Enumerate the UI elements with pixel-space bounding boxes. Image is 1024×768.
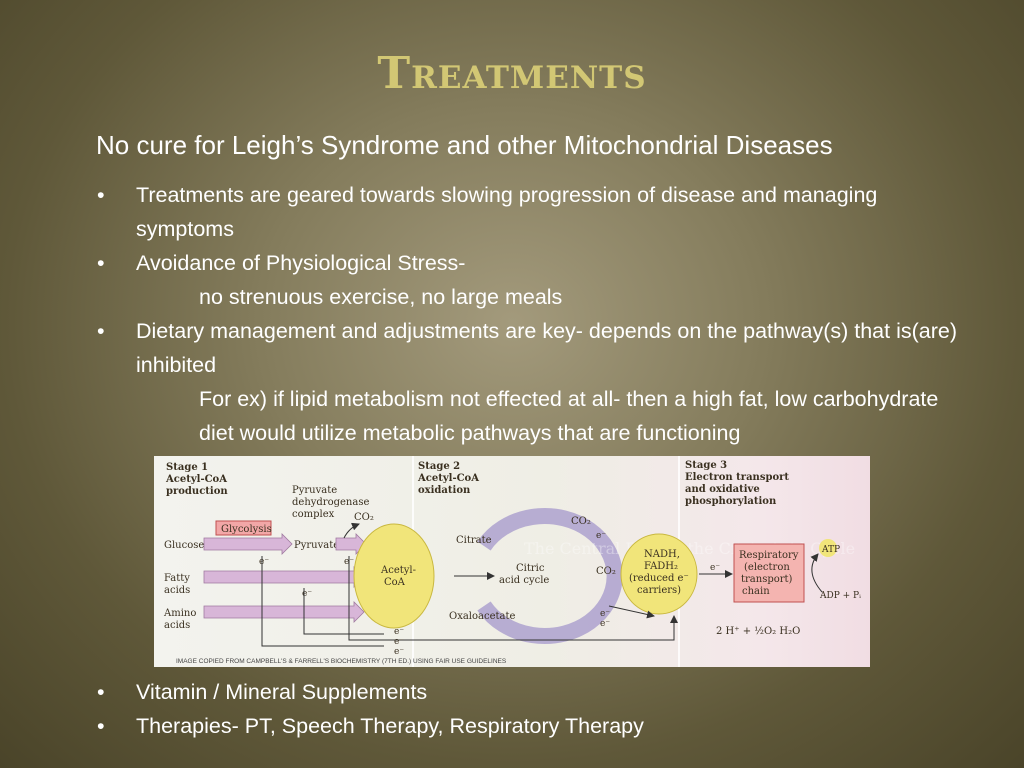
amino-acids-arrow [203, 601, 365, 623]
bullet-symbol: • [97, 251, 105, 275]
citric-acid-cycle-ring [477, 508, 623, 644]
bullet-text: Dietary management and adjustments are k… [136, 319, 958, 377]
electron-label: e⁻ [394, 647, 404, 657]
citric-acid-cycle-label: Citric [516, 563, 545, 574]
water-equation: 2 H⁺ + ½O₂ H₂O [716, 626, 800, 637]
glucose-label: Glucose [164, 540, 204, 551]
electron-label: e⁻ [710, 563, 720, 573]
metabolism-diagram: Stage 1 Acetyl-CoA production Stage 2 Ac… [154, 456, 870, 667]
respiratory-chain-box [733, 543, 805, 603]
electron-label: e⁻ [596, 531, 606, 541]
citrate-label: Citrate [456, 535, 492, 546]
respiratory-label: transport) [741, 574, 793, 585]
stage3-title: Stage 3 [685, 460, 727, 471]
nadh-label: carriers) [637, 585, 681, 596]
electron-label: e⁻ [394, 637, 404, 647]
bullet-symbol: • [97, 319, 105, 343]
electron-flow-line [608, 605, 655, 619]
nadh-carriers-node [620, 533, 698, 615]
electron-label: e⁻ [302, 589, 312, 599]
stage1-title: Stage 1 [166, 462, 208, 473]
electron-label: e⁻ [259, 557, 269, 567]
bullet-item: • Vitamin / Mineral Supplements [97, 675, 977, 709]
respiratory-label: chain [742, 586, 770, 597]
stage2-subtitle: oxidation [418, 485, 471, 496]
slide-heading: No cure for Leigh’s Syndrome and other M… [96, 130, 833, 160]
bullet-symbol: • [97, 183, 105, 207]
co2-label: CO₂ [354, 512, 374, 523]
electron-flow-line [348, 556, 384, 641]
nadh-label: FADH₂ [644, 561, 678, 572]
amino-acids-label: acids [164, 620, 190, 631]
pdh-label: dehydrogenase [292, 497, 369, 508]
bullet-item: • Treatments are geared towards slowing … [97, 178, 977, 246]
fatty-acids-arrow [203, 566, 365, 588]
glycolysis-box [215, 520, 272, 536]
fatty-acids-label: Fatty [164, 573, 190, 584]
bullet-text: Vitamin / Mineral Supplements [136, 680, 428, 704]
glucose-arrow [203, 533, 293, 555]
bullet-symbol: • [97, 680, 105, 704]
electron-label: e⁻ [600, 619, 610, 629]
respiratory-label: (electron [744, 562, 790, 573]
co2-arrow [343, 522, 360, 539]
nadh-label: NADH, [644, 549, 680, 560]
bullet-text: Therapies- PT, Speech Therapy, Respirato… [136, 714, 644, 738]
co2-label: CO₂ [596, 566, 616, 577]
fatty-acids-label: acids [164, 585, 190, 596]
electron-flow-line [261, 556, 384, 647]
bullet-text: Avoidance of Physiological Stress- [136, 251, 466, 275]
pdh-label: complex [292, 509, 335, 520]
pyruvate-label: Pyruvate [294, 540, 339, 551]
amino-acids-label: Amino [163, 608, 196, 619]
stage1-subtitle: Acetyl-CoA [165, 474, 227, 485]
respiratory-label: Respiratory [739, 550, 799, 561]
stage2-title: Stage 2 [418, 461, 460, 472]
acetyl-coa-label: CoA [384, 577, 406, 588]
image-credit: IMAGE COPIED FROM CAMPBELL'S & FARRELL'S… [176, 658, 507, 665]
bullet-text: Treatments are geared towards slowing pr… [136, 183, 878, 241]
adp-label: ADP + Pᵢ [819, 591, 861, 601]
co2-label: CO₂ [571, 516, 591, 527]
acetyl-coa-node [353, 523, 435, 629]
atp-synthesis-arrow [810, 553, 823, 593]
bullet-symbol: • [97, 714, 105, 738]
slide-title: Treatments [377, 48, 647, 99]
bullet-item: • Avoidance of Physiological Stress- [97, 246, 977, 280]
stage2-subtitle: Acetyl-CoA [417, 473, 479, 484]
acetyl-coa-label: Acetyl- [380, 565, 416, 576]
electron-label: e⁻ [394, 627, 404, 637]
oxaloacetate-label: Oxaloacetate [449, 611, 515, 622]
electron-flow-line [384, 615, 678, 641]
nadh-label: (reduced e⁻ [629, 573, 689, 584]
metabolism-diagram-svg: Stage 1 Acetyl-CoA production Stage 2 Ac… [163, 456, 861, 667]
glycolysis-label: Glycolysis [221, 524, 272, 535]
stage3-subtitle: and oxidative [685, 484, 760, 495]
stage1-subtitle: production [166, 486, 228, 497]
stage3-subtitle: Electron transport [685, 472, 789, 483]
bullet-item: • Therapies- PT, Speech Therapy, Respira… [97, 709, 977, 743]
atp-label: ATP [821, 545, 840, 555]
bullet-subtext: For ex) if lipid metabolism not effected… [199, 387, 939, 445]
stage3-subtitle: phosphorylation [685, 496, 777, 507]
citric-acid-cycle-label: acid cycle [499, 575, 549, 586]
bullet-subtext: no strenuous exercise, no large meals [199, 285, 563, 309]
electron-flow-line [303, 588, 384, 635]
pdh-label: Pyruvate [292, 485, 337, 496]
electron-label: e⁻ [600, 609, 610, 619]
atp-node [819, 539, 837, 557]
bullet-item: • Dietary management and adjustments are… [97, 314, 977, 382]
